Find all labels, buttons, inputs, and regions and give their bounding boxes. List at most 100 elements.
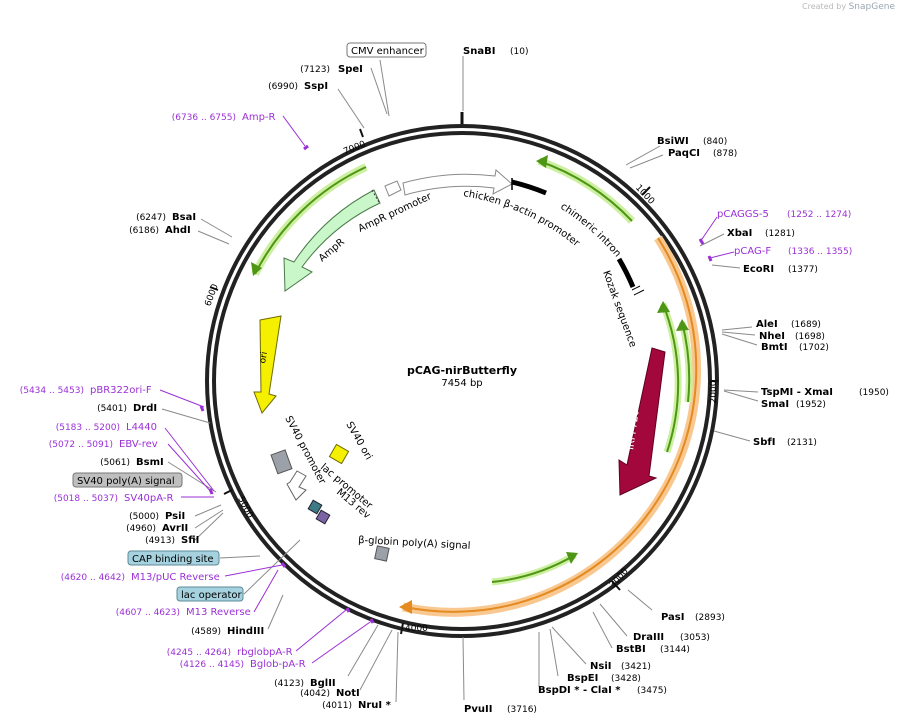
site-sbfi-pos: (2131) [787, 438, 817, 448]
site-bglii: BglII [310, 678, 336, 689]
site-noti-pos: (4042) [300, 689, 330, 699]
chimeric-intron-arc-1 [511, 179, 547, 196]
boxed-labels: CMV enhancer SV40 poly(A) signal CAP bin… [72, 42, 427, 602]
sv40-polya-label: SV40 poly(A) signal [77, 476, 175, 487]
primer-bglob-pa-r-pos: (4126 .. 4145) [180, 660, 244, 670]
site-sfii: SfiI [181, 535, 199, 546]
primer-pbr322ori-f: pBR322ori-F [90, 385, 152, 396]
site-ahdi-pos: (6186) [129, 226, 159, 236]
site-ecori: EcoRI [743, 264, 774, 275]
sv40-ori-box [328, 443, 350, 465]
orange-region-arc [404, 237, 698, 613]
primer-m13-puc-reverse: M13/pUC Reverse [131, 572, 220, 583]
beta-globin-polya-box [374, 545, 390, 562]
ori-arrow [253, 315, 282, 414]
plasmid-length: 7454 bp [441, 378, 482, 389]
kozak-tick-a [631, 285, 641, 291]
primer-ebv-rev: EBV-rev [119, 439, 158, 450]
site-spei-pos: (7123) [300, 65, 330, 75]
site-noti: NotI [336, 688, 360, 699]
primer-rbglobpa-r-pos: (4245 .. 4264) [167, 648, 231, 658]
site-hindiii: HindIII [227, 626, 264, 637]
label-sv40-ori: SV40 ori [343, 420, 374, 462]
leader-lines-right [462, 56, 759, 701]
primer-sv40pa-r-pos: (5018 .. 5037) [54, 494, 118, 504]
site-tspmi-xmai-pos: (1950) [859, 388, 889, 398]
site-nsii: NsiI [590, 661, 611, 672]
tick-label-3000: 3000 [608, 567, 631, 591]
site-paqci: PaqCI [668, 148, 700, 159]
label-beta-globin-polya: β-globin poly(A) signal [358, 535, 471, 552]
site-bspei-pos: (3428) [611, 674, 641, 684]
cap-site-box [307, 499, 323, 515]
site-bglii-pos: (4123) [274, 679, 304, 689]
site-bsai: BsaI [172, 212, 196, 223]
primer-sv40pa-r: SV40pA-R [124, 493, 173, 504]
kozak-tick-b [633, 289, 645, 296]
watermark-prefix: Created by [802, 2, 847, 11]
site-bmti: BmtI [761, 342, 788, 353]
label-chicken-beta-actin-promoter: chicken β-actin promoter [463, 188, 583, 250]
site-paqci-pos: (878) [713, 149, 737, 159]
primer-pcag-f: pCAG-F [734, 246, 771, 257]
site-bsai-pos: (6247) [136, 213, 166, 223]
site-pasi: PasI [661, 612, 684, 623]
ampr-promoter-arrow [384, 180, 402, 197]
site-xbai-pos: (1281) [765, 229, 795, 239]
sv40-polya-box [72, 472, 183, 488]
primer-m13-reverse: M13 Reverse [186, 607, 251, 618]
cap-binding-site-label: CAP binding site [132, 554, 214, 565]
site-snabi-pos: (10) [510, 47, 528, 57]
lac-operator-label-box [176, 586, 244, 602]
primer-amp-r-pos: (6736 .. 6755) [172, 113, 236, 123]
chimeric-intron-arc-2 [616, 257, 636, 288]
primer-leader-lines [159, 115, 735, 664]
site-bsmi-pos: (5061) [100, 458, 130, 468]
primer-bglob-pa-r: Bglob-pA-R [250, 659, 306, 670]
cmv-enhancer-label: CMV enhancer [351, 46, 425, 57]
site-psii: PsiI [165, 511, 185, 522]
watermark-brand: SnapGene [848, 2, 895, 12]
site-sfii-pos: (4913) [145, 536, 175, 546]
site-smai: SmaI [761, 399, 789, 410]
site-alei-pos: (1689) [791, 320, 821, 330]
lac-operator-label: lac operator [181, 590, 242, 601]
site-nrui-pos: (4011) [322, 701, 352, 711]
plasmid-name: pCAG-nirButterfly [407, 364, 517, 377]
site-draiii: DraIII [633, 632, 664, 643]
site-nrui: NruI * [358, 700, 392, 711]
site-pvuii: PvuII [464, 704, 492, 715]
site-pvuii-pos: (3716) [507, 705, 537, 715]
site-ahdi: AhdI [165, 225, 191, 236]
site-bspdi-clai-pos: (3475) [637, 686, 667, 696]
tick-label-4000: 4000 [405, 624, 428, 634]
site-bsmi: BsmI [136, 457, 164, 468]
primer-amp-r: Amp-R [242, 112, 276, 123]
primer-markers [199, 144, 713, 624]
ampr-dashed [371, 189, 381, 205]
ampr-arrow [283, 189, 381, 292]
site-hindiii-pos: (4589) [191, 627, 221, 637]
site-psii-pos: (5000) [129, 512, 159, 522]
site-pasi-pos: (2893) [695, 613, 725, 623]
orange-region-arrowhead [399, 600, 412, 614]
site-ecori-pos: (1377) [788, 265, 818, 275]
site-bsiwi: BsiWI [657, 136, 689, 147]
site-xbai: XbaI [727, 228, 752, 239]
irfp720-arrow [618, 347, 666, 496]
site-sbfi: SbfI [753, 437, 775, 448]
primer-m13-puc-reverse-pos: (4620 .. 4642) [61, 573, 125, 583]
site-nhei: NheI [759, 331, 785, 342]
site-avrii-pos: (4960) [126, 524, 156, 534]
site-bstbi-pos: (3144) [660, 645, 690, 655]
right-enzyme-labels: SnaBI (10) BsiWI (840) PaqCI (878) XbaI … [463, 46, 889, 715]
primer-pcaggs-5-pos: (1252 .. 1274) [787, 210, 851, 220]
site-alei: AleI [756, 319, 778, 330]
site-sspi-pos: (6990) [268, 82, 298, 92]
site-drdi: DrdI [133, 403, 157, 414]
site-bsiwi-pos: (840) [703, 137, 727, 147]
site-nhei-pos: (1698) [795, 332, 825, 342]
site-tspmi-xmai: TspMI - XmaI [761, 387, 833, 398]
green-arrowheads [251, 155, 689, 564]
sv40-promoter-box [270, 449, 293, 475]
